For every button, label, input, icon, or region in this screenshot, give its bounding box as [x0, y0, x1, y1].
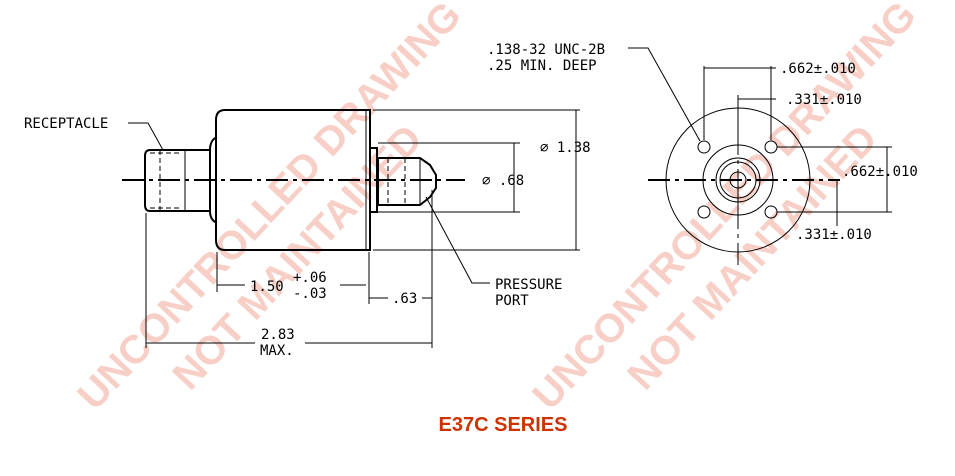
- pressure-port-label: PORT: [495, 293, 529, 309]
- dim-hole-offset-horizontal: .331±.010: [786, 92, 862, 108]
- dim-hole-spacing-vertical: .662±.010: [842, 164, 918, 180]
- sensor-body: [215, 109, 371, 251]
- thread-depth-note: .25 MIN. DEEP: [487, 58, 597, 74]
- dim-length-body: 1.50: [250, 279, 284, 295]
- dim-tol-minus: -.03: [293, 286, 327, 302]
- dim-hole-spacing-horizontal: .662±.010: [780, 61, 856, 77]
- receptacle: [144, 149, 211, 212]
- dim-tol-plus: +.06: [293, 270, 327, 286]
- pressure-port-label: PRESSURE: [495, 277, 562, 293]
- dim-overall-length: 2.83: [261, 327, 295, 343]
- series-title: E37C SERIES: [439, 414, 568, 436]
- dim-overall-note: MAX.: [260, 343, 294, 359]
- receptacle-label: RECEPTACLE: [24, 116, 108, 132]
- dim-length-port: .63: [392, 291, 417, 307]
- dim-diameter-port: ∅ .68: [482, 173, 524, 189]
- side-view: ∅ 1.38 ∅ .68 1.50 +.06 -.03 .63 2.83 MAX…: [24, 109, 591, 359]
- end-view: .662±.010 .331±.010 .662±.010 .331±.010 …: [487, 42, 918, 265]
- dim-diameter-body: ∅ 1.38: [540, 140, 591, 156]
- thread-note: .138-32 UNC-2B: [487, 42, 605, 58]
- dim-hole-offset-vertical: .331±.010: [796, 227, 872, 243]
